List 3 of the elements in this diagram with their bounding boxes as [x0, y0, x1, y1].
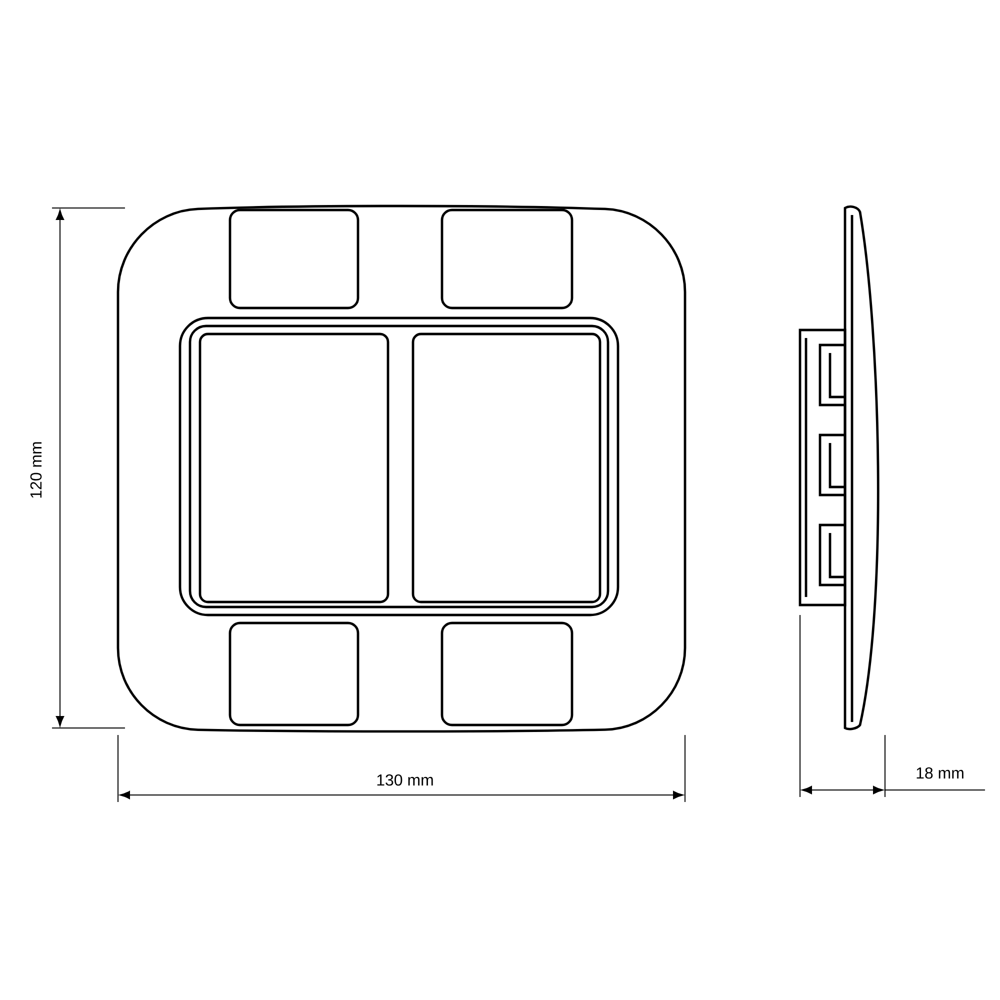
dimension-label: 130 mm — [377, 774, 433, 786]
dimension-label: 120 mm — [30, 442, 42, 498]
dimension-label: 18 mm — [916, 767, 964, 779]
